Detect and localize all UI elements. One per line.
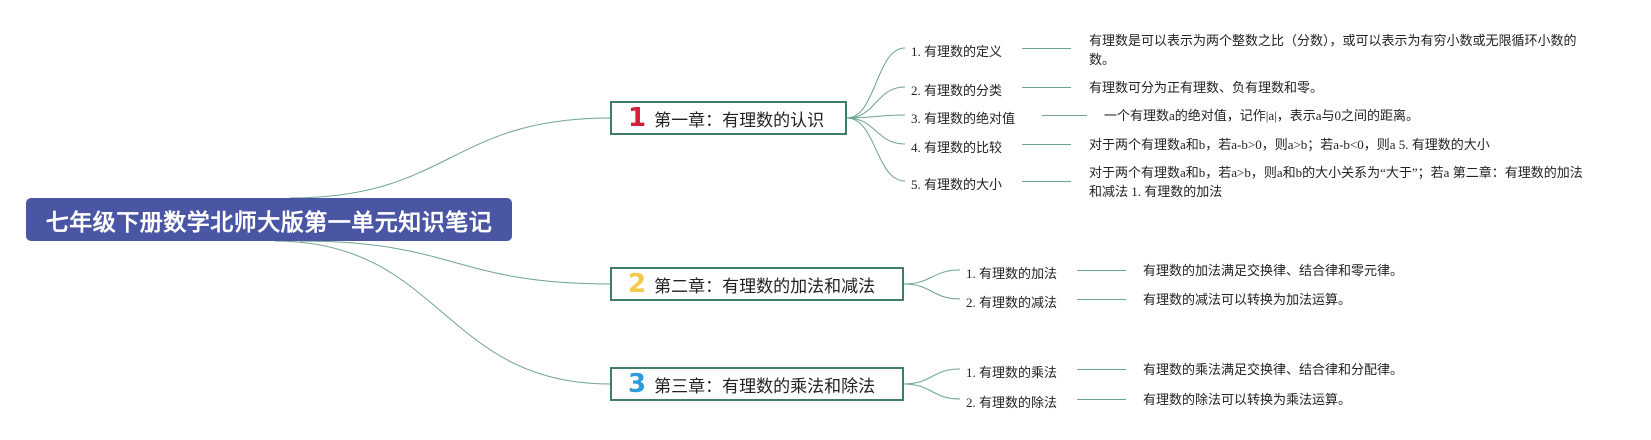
chapter-2-to-topic-1-line — [903, 269, 961, 285]
topic-detail-1-3: 一个有理数a的绝对值，记作|a|，表示a与0之间的距离。 — [1104, 108, 1420, 123]
topic-2-1[interactable]: 1. 有理数的加法 — [966, 266, 1058, 281]
topic-detail-1-2: 有理数可分为正有理数、负有理数和零。 — [1089, 80, 1324, 95]
topic-3-1[interactable]: 1. 有理数的乘法 — [966, 365, 1058, 380]
chapter-3-to-topic-1-line — [903, 368, 961, 385]
topic-detail-3-1: 有理数的乘法满足交换律、结合律和分配律。 — [1143, 362, 1404, 377]
topic-1-5[interactable]: 5. 有理数的大小 — [911, 177, 1003, 192]
topic-2-2[interactable]: 2. 有理数的减法 — [966, 295, 1058, 310]
root-to-chapter-1-line — [289, 117, 611, 199]
root-to-chapter-3-line — [274, 240, 611, 385]
chapter-1-to-topic-4-line — [846, 117, 906, 145]
chapter-title-1: 第一章：有理数的认识 — [654, 110, 825, 131]
chapter-node-2[interactable]: 2 第二章：有理数的加法和减法 — [610, 267, 904, 301]
topic-detail-2-2: 有理数的减法可以转换为加法运算。 — [1143, 292, 1352, 307]
topic-detail-3-2: 有理数的除法可以转换为乘法运算。 — [1143, 392, 1352, 407]
chapter-node-1[interactable]: 1 第一章：有理数的认识 — [610, 101, 847, 135]
chapter-2-to-topic-2-line — [903, 283, 961, 300]
chapter-number-2: 2 — [628, 269, 647, 299]
topic-1-3[interactable]: 3. 有理数的绝对值 — [911, 111, 1016, 126]
topic-1-2[interactable]: 2. 有理数的分类 — [911, 83, 1003, 98]
chapter-1-to-topic-2-line — [846, 86, 906, 119]
topic-detail-1-4: 对于两个有理数a和b，若a-b>0，则a>b；若a-b<0，则a 5. 有理数的… — [1089, 137, 1490, 152]
detail-connector — [1077, 399, 1126, 400]
root-node[interactable]: 七年级下册数学北师大版第一单元知识笔记 — [26, 198, 512, 241]
detail-connector — [1077, 369, 1126, 370]
topic-1-1[interactable]: 1. 有理数的定义 — [911, 44, 1003, 59]
topic-detail-1-5: 对于两个有理数a和b，若a>b，则a和b的大小关系为“大于”；若a 第二章：有理… — [1089, 165, 1583, 199]
chapter-1-to-topic-3-line — [846, 114, 906, 119]
topic-1-4[interactable]: 4. 有理数的比较 — [911, 140, 1003, 155]
root-to-chapter-2-line — [299, 240, 611, 285]
topic-detail-2-1: 有理数的加法满足交换律、结合律和零元律。 — [1143, 263, 1404, 278]
chapter-number-1: 1 — [628, 103, 647, 133]
chapter-1-to-topic-1-line — [846, 47, 906, 119]
detail-connector — [1022, 48, 1071, 49]
chapter-title-2: 第二章：有理数的加法和减法 — [654, 276, 876, 297]
root-title: 七年级下册数学北师大版第一单元知识笔记 — [45, 209, 493, 236]
chapter-1-to-topic-5-line — [846, 117, 906, 182]
chapter-title-3: 第三章：有理数的乘法和除法 — [654, 376, 876, 397]
topic-3-2[interactable]: 2. 有理数的除法 — [966, 395, 1058, 410]
detail-connector — [1077, 299, 1126, 300]
chapter-number-3: 3 — [628, 369, 647, 399]
detail-connector — [1042, 115, 1087, 116]
detail-connector — [1022, 144, 1071, 145]
topic-detail-1-1: 有理数是可以表示为两个整数之比（分数），或可以表示为有穷小数或无限循环小数的数。 — [1089, 33, 1577, 67]
chapter-3-to-topic-2-line — [903, 383, 961, 400]
detail-connector — [1022, 87, 1071, 88]
detail-connector — [1077, 270, 1126, 271]
chapter-node-3[interactable]: 3 第三章：有理数的乘法和除法 — [610, 367, 904, 401]
detail-connector — [1022, 181, 1071, 182]
